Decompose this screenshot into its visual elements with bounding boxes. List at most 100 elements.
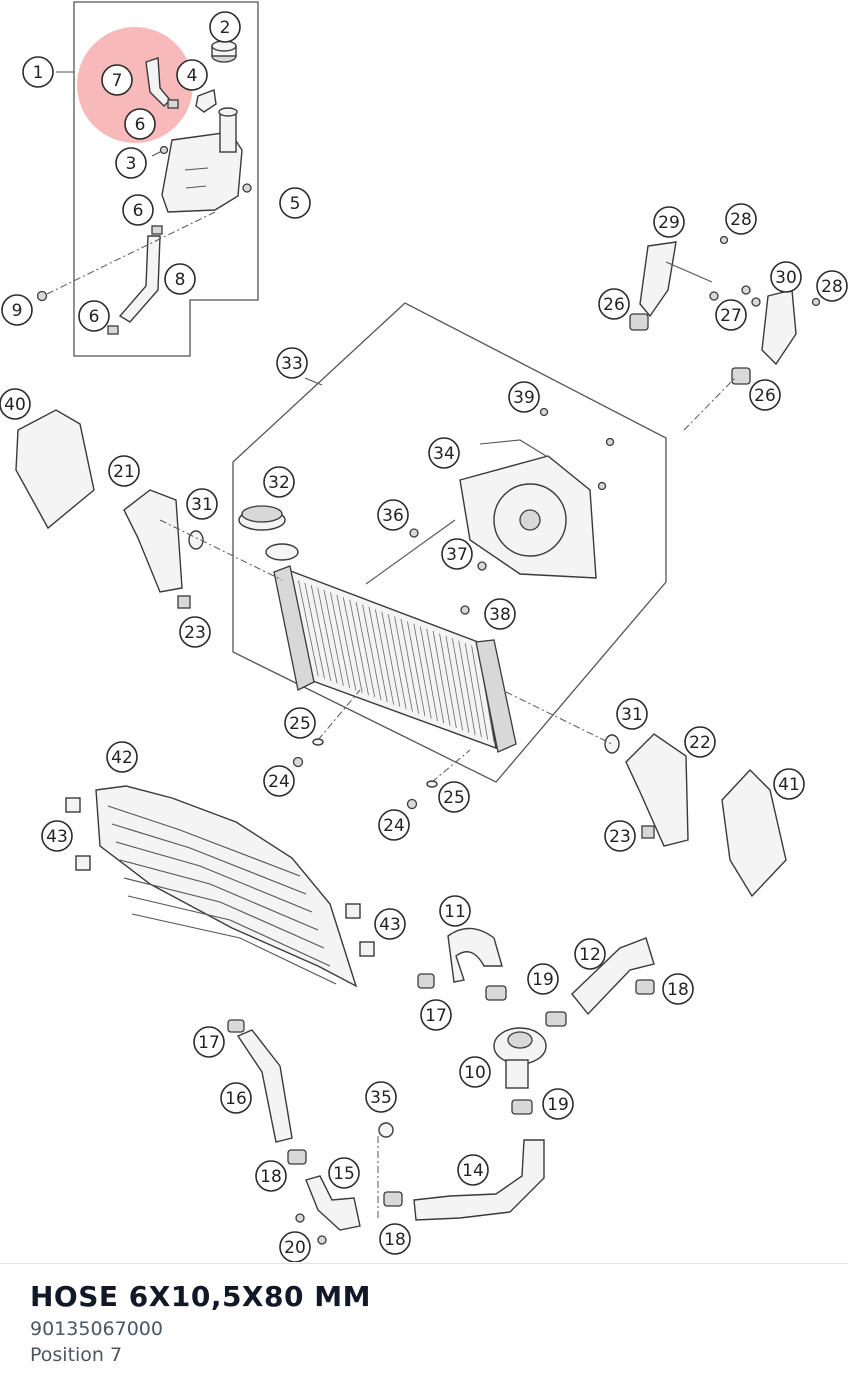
callout-34[interactable]: 34 [428, 437, 460, 469]
radiator-spoiler-left[interactable] [123, 489, 183, 593]
hose-clamp-18[interactable] [635, 979, 655, 995]
callout-20[interactable]: 20 [279, 1231, 311, 1262]
callout-6[interactable]: 6 [78, 300, 110, 332]
radiator-washer[interactable] [426, 780, 438, 788]
tank-mount-screw[interactable] [36, 290, 48, 302]
tank-filler-cap[interactable] [211, 40, 237, 63]
callout-3[interactable]: 3 [115, 147, 147, 179]
fan-screw[interactable] [409, 528, 419, 538]
hose-clamp[interactable] [167, 99, 179, 109]
hose-clamp[interactable] [151, 225, 163, 235]
fan-screw[interactable] [539, 407, 549, 417]
callout-31[interactable]: 31 [186, 488, 218, 520]
callout-32[interactable]: 32 [263, 466, 295, 498]
grille-clip[interactable] [75, 855, 91, 871]
callout-39[interactable]: 39 [508, 381, 540, 413]
radiator-nut[interactable] [292, 756, 304, 768]
tank-nut[interactable] [242, 183, 252, 193]
fan-screw[interactable] [460, 605, 470, 615]
coolant-hose-11[interactable] [447, 927, 503, 983]
rubber-mount[interactable] [629, 313, 649, 331]
hose-clamp[interactable] [107, 325, 119, 335]
grille-clip[interactable] [345, 903, 361, 919]
overflow-hose[interactable] [118, 235, 161, 323]
radiator-bracket-right[interactable] [761, 289, 797, 366]
callout-42[interactable]: 42 [106, 741, 138, 773]
callout-33[interactable]: 33 [276, 347, 308, 379]
hose-screw[interactable] [317, 1235, 327, 1245]
callout-9[interactable]: 9 [1, 294, 33, 326]
callout-25[interactable]: 25 [438, 781, 470, 813]
callout-19[interactable]: 19 [527, 963, 559, 995]
callout-31[interactable]: 31 [616, 698, 648, 730]
callout-6[interactable]: 6 [124, 108, 156, 140]
callout-5[interactable]: 5 [279, 187, 311, 219]
radiator-bracket-left[interactable] [639, 241, 677, 318]
callout-8[interactable]: 8 [164, 263, 196, 295]
grille-clip[interactable] [359, 941, 375, 957]
callout-12[interactable]: 12 [574, 938, 606, 970]
coolant-hose-12[interactable] [571, 937, 655, 1016]
callout-18[interactable]: 18 [379, 1223, 411, 1255]
bracket-screw[interactable] [811, 297, 821, 307]
callout-21[interactable]: 21 [108, 455, 140, 487]
tank-screw[interactable] [151, 145, 169, 157]
hose-screw[interactable] [295, 1213, 305, 1223]
radiator[interactable] [273, 565, 517, 753]
callout-7[interactable]: 7 [101, 64, 133, 96]
callout-36[interactable]: 36 [377, 499, 409, 531]
spoiler-clip[interactable] [177, 595, 191, 609]
callout-24[interactable]: 24 [263, 765, 295, 797]
callout-30[interactable]: 30 [770, 261, 802, 293]
callout-24[interactable]: 24 [378, 809, 410, 841]
radiator-cap[interactable] [238, 505, 299, 561]
grille-clip[interactable] [65, 797, 81, 813]
callout-28[interactable]: 28 [725, 203, 757, 235]
callout-37[interactable]: 37 [441, 538, 473, 570]
hose-clamp-18[interactable] [383, 1191, 403, 1207]
callout-14[interactable]: 14 [457, 1154, 489, 1186]
callout-18[interactable]: 18 [662, 973, 694, 1005]
callout-11[interactable]: 11 [439, 895, 471, 927]
callout-41[interactable]: 41 [773, 768, 805, 800]
callout-28[interactable]: 28 [816, 270, 848, 302]
callout-17[interactable]: 17 [193, 1026, 225, 1058]
hose-clamp-19[interactable] [545, 1011, 567, 1027]
callout-43[interactable]: 43 [41, 820, 73, 852]
coolant-hose-16[interactable] [236, 1029, 293, 1143]
radiator-washer[interactable] [312, 738, 324, 746]
radiator-spoiler-right[interactable] [625, 733, 689, 847]
coolant-hose-15[interactable] [305, 1175, 361, 1231]
callout-35[interactable]: 35 [365, 1081, 397, 1113]
side-cover-right[interactable] [721, 768, 787, 898]
callout-17[interactable]: 17 [420, 999, 452, 1031]
callout-38[interactable]: 38 [484, 598, 516, 630]
hose-clamp-19[interactable] [485, 985, 507, 1001]
coolant-hose-14[interactable] [413, 1139, 545, 1221]
spoiler-clip[interactable] [641, 825, 655, 839]
hose-clamp-18[interactable] [287, 1149, 307, 1165]
fan-screw[interactable] [597, 481, 607, 491]
callout-26[interactable]: 26 [749, 379, 781, 411]
hose-clamp-17[interactable] [227, 1019, 245, 1033]
cooling-fan[interactable] [459, 439, 597, 579]
radiator-grille[interactable] [95, 785, 358, 988]
callout-27[interactable]: 27 [715, 299, 747, 331]
callout-40[interactable]: 40 [0, 388, 31, 420]
rubber-mount[interactable] [731, 367, 751, 385]
bracket-nut[interactable] [751, 297, 761, 307]
hose-clamp-19[interactable] [511, 1099, 533, 1115]
callout-26[interactable]: 26 [598, 288, 630, 320]
tank-bracket[interactable] [195, 89, 217, 113]
fan-screw[interactable] [477, 561, 487, 571]
sealing-ring[interactable] [378, 1122, 394, 1138]
expansion-tank[interactable] [161, 107, 243, 213]
callout-25[interactable]: 25 [284, 707, 316, 739]
hose-clamp-17[interactable] [417, 973, 435, 989]
side-cover-left[interactable] [15, 409, 95, 530]
callout-1[interactable]: 1 [22, 56, 54, 88]
callout-16[interactable]: 16 [220, 1082, 252, 1114]
thermostat[interactable] [493, 1027, 547, 1089]
callout-23[interactable]: 23 [604, 820, 636, 852]
callout-10[interactable]: 10 [459, 1056, 491, 1088]
